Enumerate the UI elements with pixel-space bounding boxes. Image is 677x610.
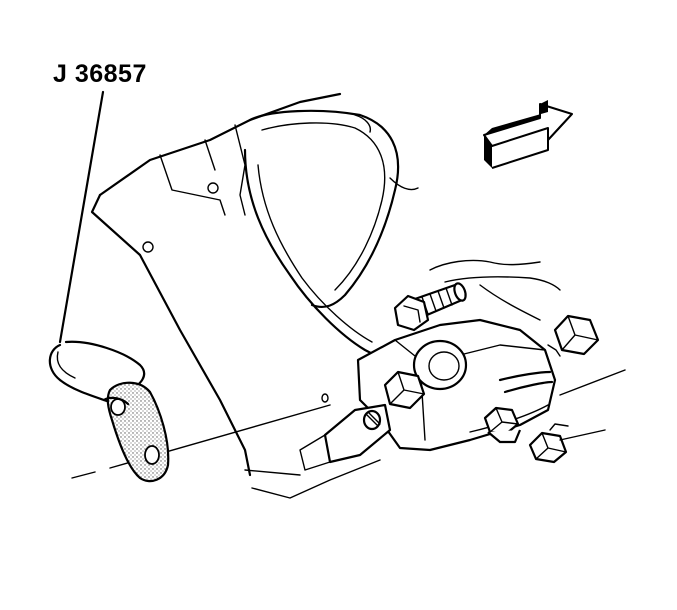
block-bolt-hole-lower [142,241,154,253]
bolt-upper-right [547,314,600,357]
tool-leader-line [58,90,105,344]
bolt-lower-right [528,423,569,464]
pump-body [299,318,557,471]
alignment-tool-icon [48,90,170,483]
block-bolt-hole-upper [207,182,219,194]
engine-block [90,92,381,499]
tool-callout-label: J 36857 [53,60,147,88]
oil-pump-housing [243,109,561,364]
bolt-center [383,370,426,410]
bolt-lower-left [483,406,522,444]
fitting-stud [393,282,467,332]
front-direction-arrow-icon [483,100,573,169]
